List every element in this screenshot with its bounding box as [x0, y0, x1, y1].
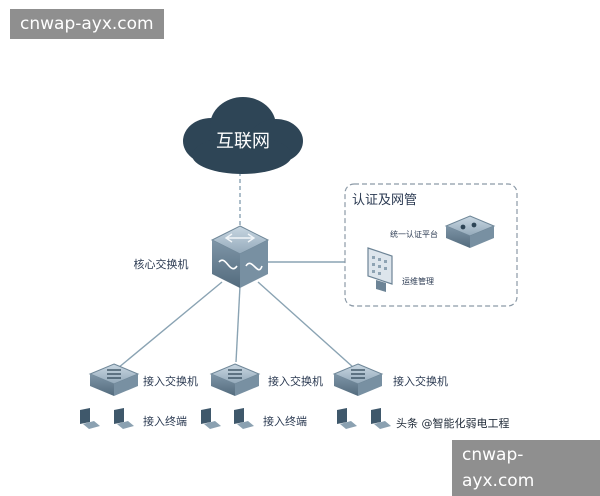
link-core-access-3	[257, 281, 355, 369]
access-switch-label: 接入交换机	[143, 374, 198, 388]
terminal-icon	[80, 408, 100, 429]
credit-text: 头条 @智能化弱电工程	[396, 416, 510, 430]
terminal-icon	[371, 408, 391, 429]
management-label: 运维管理	[402, 276, 434, 286]
management-monitor-icon	[367, 247, 393, 292]
access-switch-3: 接入交换机	[332, 363, 448, 396]
auth-platform-label: 统一认证平台	[390, 229, 438, 239]
cloud-icon: 互联网	[183, 97, 303, 174]
links	[117, 172, 355, 369]
terminal-icon	[337, 408, 357, 429]
core-switch-icon	[210, 225, 270, 288]
management-box-title: 认证及网管	[352, 193, 417, 208]
terminal-icon	[114, 408, 134, 429]
watermark-top: cnwap-ayx.com	[10, 9, 164, 39]
terminals: 接入终端 接入终端	[80, 408, 391, 429]
access-switch-label: 接入交换机	[268, 374, 323, 388]
network-diagram: 互联网 核心交换机 认证及网管 统一认证平台 运	[80, 97, 518, 430]
terminal-icon	[201, 408, 221, 429]
auth-platform-icon	[444, 215, 496, 248]
access-switch-label: 接入交换机	[393, 374, 448, 388]
core-switch-label: 核心交换机	[134, 257, 189, 271]
watermark-bottom: cnwap-ayx.com	[452, 440, 600, 496]
link-core-access-2	[235, 285, 241, 363]
terminal-label: 接入终端	[143, 414, 187, 428]
terminal-icon	[234, 408, 254, 429]
access-switch-icon	[332, 363, 384, 396]
management-box: 认证及网管 统一认证平台 运维管理	[344, 183, 518, 307]
access-switch-icon	[88, 363, 140, 396]
terminal-label: 接入终端	[263, 414, 307, 428]
access-switch-1: 接入交换机	[88, 363, 198, 396]
access-switch-2: 接入交换机	[209, 363, 323, 396]
access-switch-icon	[209, 363, 261, 396]
cloud-label: 互联网	[216, 131, 270, 152]
link-core-access-1	[117, 281, 223, 369]
